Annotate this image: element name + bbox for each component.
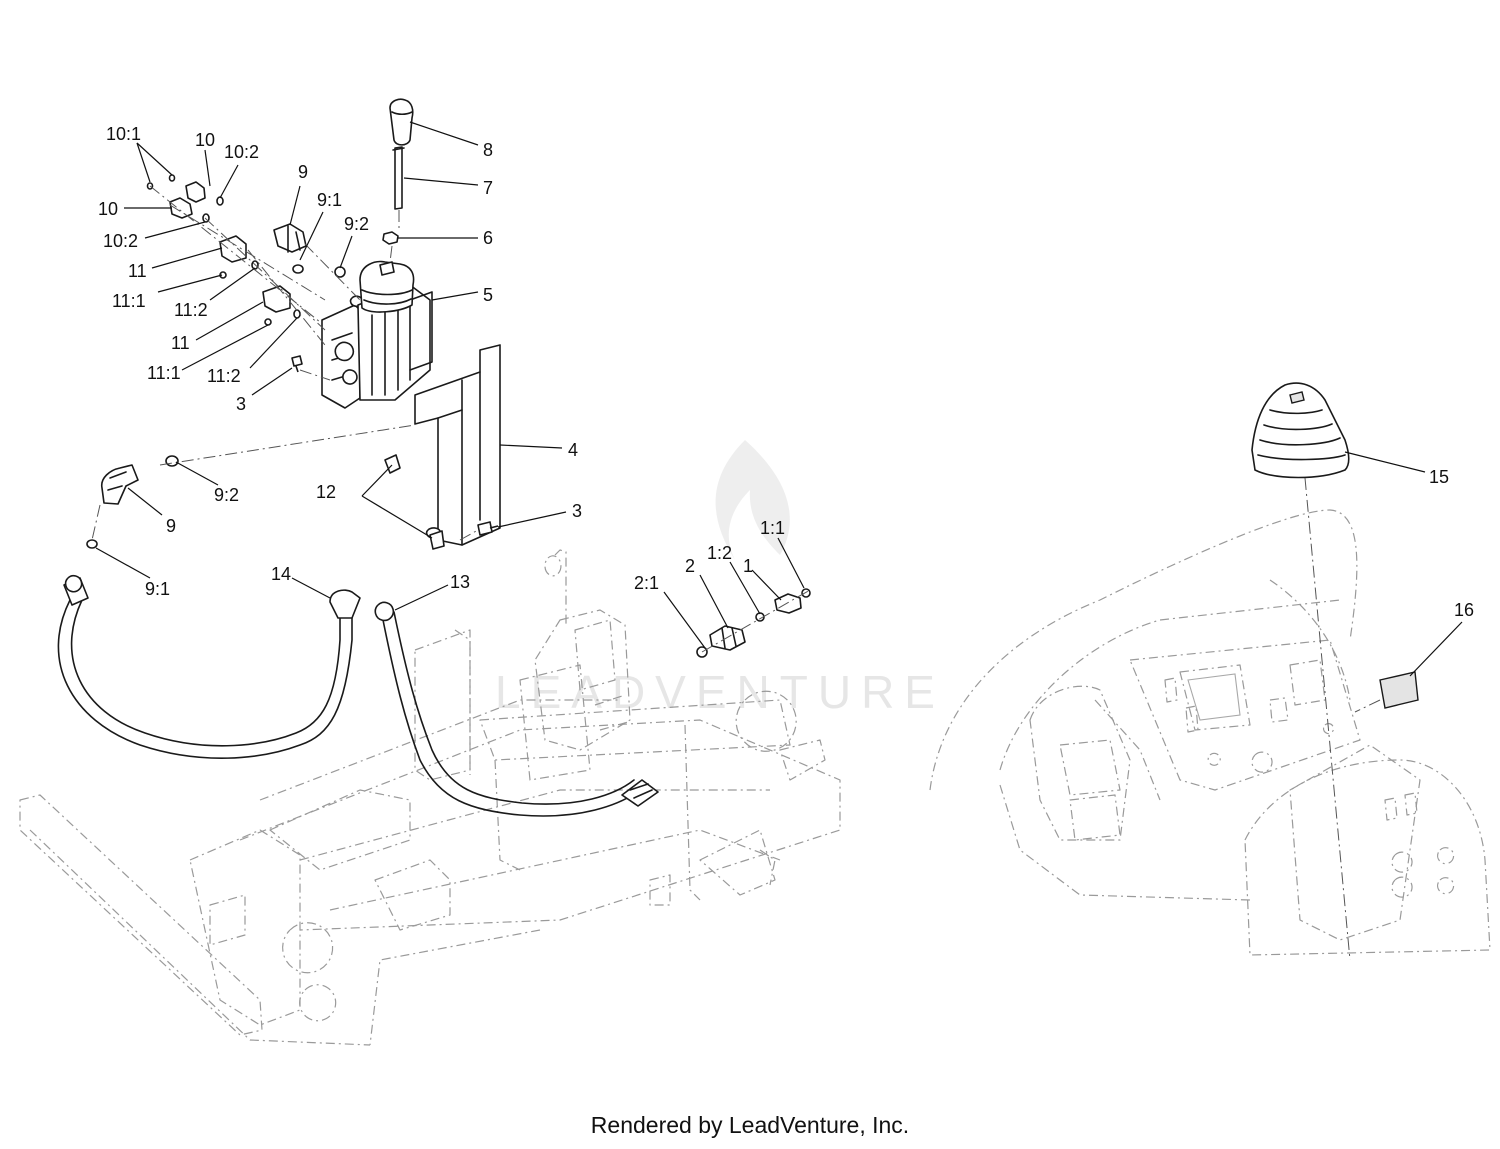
- callout-9-1-lower: 9:1: [145, 579, 170, 599]
- fitting-10-upper: [185, 181, 206, 203]
- control-valve-assembly: [321, 260, 433, 409]
- callout-2: 2: [685, 556, 695, 576]
- lower-control-valve: [519, 549, 631, 781]
- callout-10-2-lower: 10:2: [103, 231, 138, 251]
- callout-9-1-upper: 9:1: [317, 190, 342, 210]
- fitting-11-lower: [262, 285, 291, 313]
- fitting-9-upper: [273, 223, 307, 253]
- callout-labels: 8 7 6 5 4 3 3 12 9 9:1 9:2 10 10:1 10:2 …: [98, 124, 1474, 620]
- callout-12: 12: [316, 482, 336, 502]
- leader-lines: [95, 121, 1463, 677]
- fitting-11-upper: [219, 235, 247, 263]
- callout-9-upper: 9: [298, 162, 308, 182]
- callout-3-lower: 3: [572, 501, 582, 521]
- callout-9-2-upper: 9:2: [344, 214, 369, 234]
- tractor-frame: [19, 629, 841, 1046]
- callout-9-lower: 9: [166, 516, 176, 536]
- bolt-3-lower: [477, 521, 499, 536]
- boot-15: [1251, 382, 1351, 961]
- callout-7: 7: [483, 178, 493, 198]
- watermark-text: LEADVENTURE: [495, 666, 945, 718]
- callout-5: 5: [483, 285, 493, 305]
- dashboard-assembly: [929, 509, 1491, 956]
- callout-13: 13: [450, 572, 470, 592]
- callout-10-2-upper: 10:2: [224, 142, 259, 162]
- nut-6: [382, 231, 399, 245]
- flame-logo-icon: [715, 440, 790, 560]
- callout-11-1-upper: 11:1: [112, 291, 146, 311]
- rubber-boot: [359, 260, 415, 313]
- callout-15: 15: [1429, 467, 1449, 487]
- callout-11-2-upper: 11:2: [174, 300, 208, 320]
- callout-10-lower: 10: [98, 199, 118, 219]
- bolt-3-upper: [291, 355, 303, 373]
- callout-11-1-lower: 11:1: [147, 363, 181, 383]
- footer-credit: Rendered by LeadVenture, Inc.: [590, 1112, 910, 1138]
- callout-11-upper: 11: [128, 261, 147, 281]
- hose-long: [57, 599, 353, 759]
- fitting-14-elbow: [329, 589, 361, 619]
- callout-1: 1: [743, 556, 753, 576]
- callout-11-lower: 11: [171, 333, 190, 353]
- callout-1-2: 1:2: [707, 543, 732, 563]
- adapter-2: [709, 625, 746, 651]
- lever-assembly: [382, 98, 414, 263]
- callout-3-upper: 3: [236, 394, 246, 414]
- hoses: [57, 574, 659, 817]
- adapter-1: [774, 593, 802, 614]
- fitting-10-lower: [169, 197, 193, 219]
- decal-16: [1354, 671, 1419, 713]
- knob-8: [389, 98, 414, 146]
- bracket-4: [414, 344, 501, 546]
- adapters: [696, 588, 811, 658]
- clip-12-lower: [429, 530, 445, 550]
- callout-2-1: 2:1: [634, 573, 659, 593]
- fittings: [86, 174, 416, 549]
- fasteners: [291, 355, 499, 550]
- callout-11-2-lower: 11:2: [207, 366, 241, 386]
- callout-10-1: 10:1: [106, 124, 141, 144]
- callout-8: 8: [483, 140, 493, 160]
- callout-9-2-lower: 9:2: [214, 485, 239, 505]
- callout-16: 16: [1454, 600, 1474, 620]
- fitting-9-elbow: [100, 464, 139, 505]
- watermark: LEADVENTURE: [495, 440, 945, 718]
- hose-13: [381, 614, 641, 817]
- callout-10-upper: 10: [195, 130, 215, 150]
- callout-4: 4: [568, 440, 578, 460]
- callout-14: 14: [271, 564, 291, 584]
- shaft-7: [394, 146, 403, 210]
- callout-6: 6: [483, 228, 493, 248]
- callout-1-1: 1:1: [760, 518, 785, 538]
